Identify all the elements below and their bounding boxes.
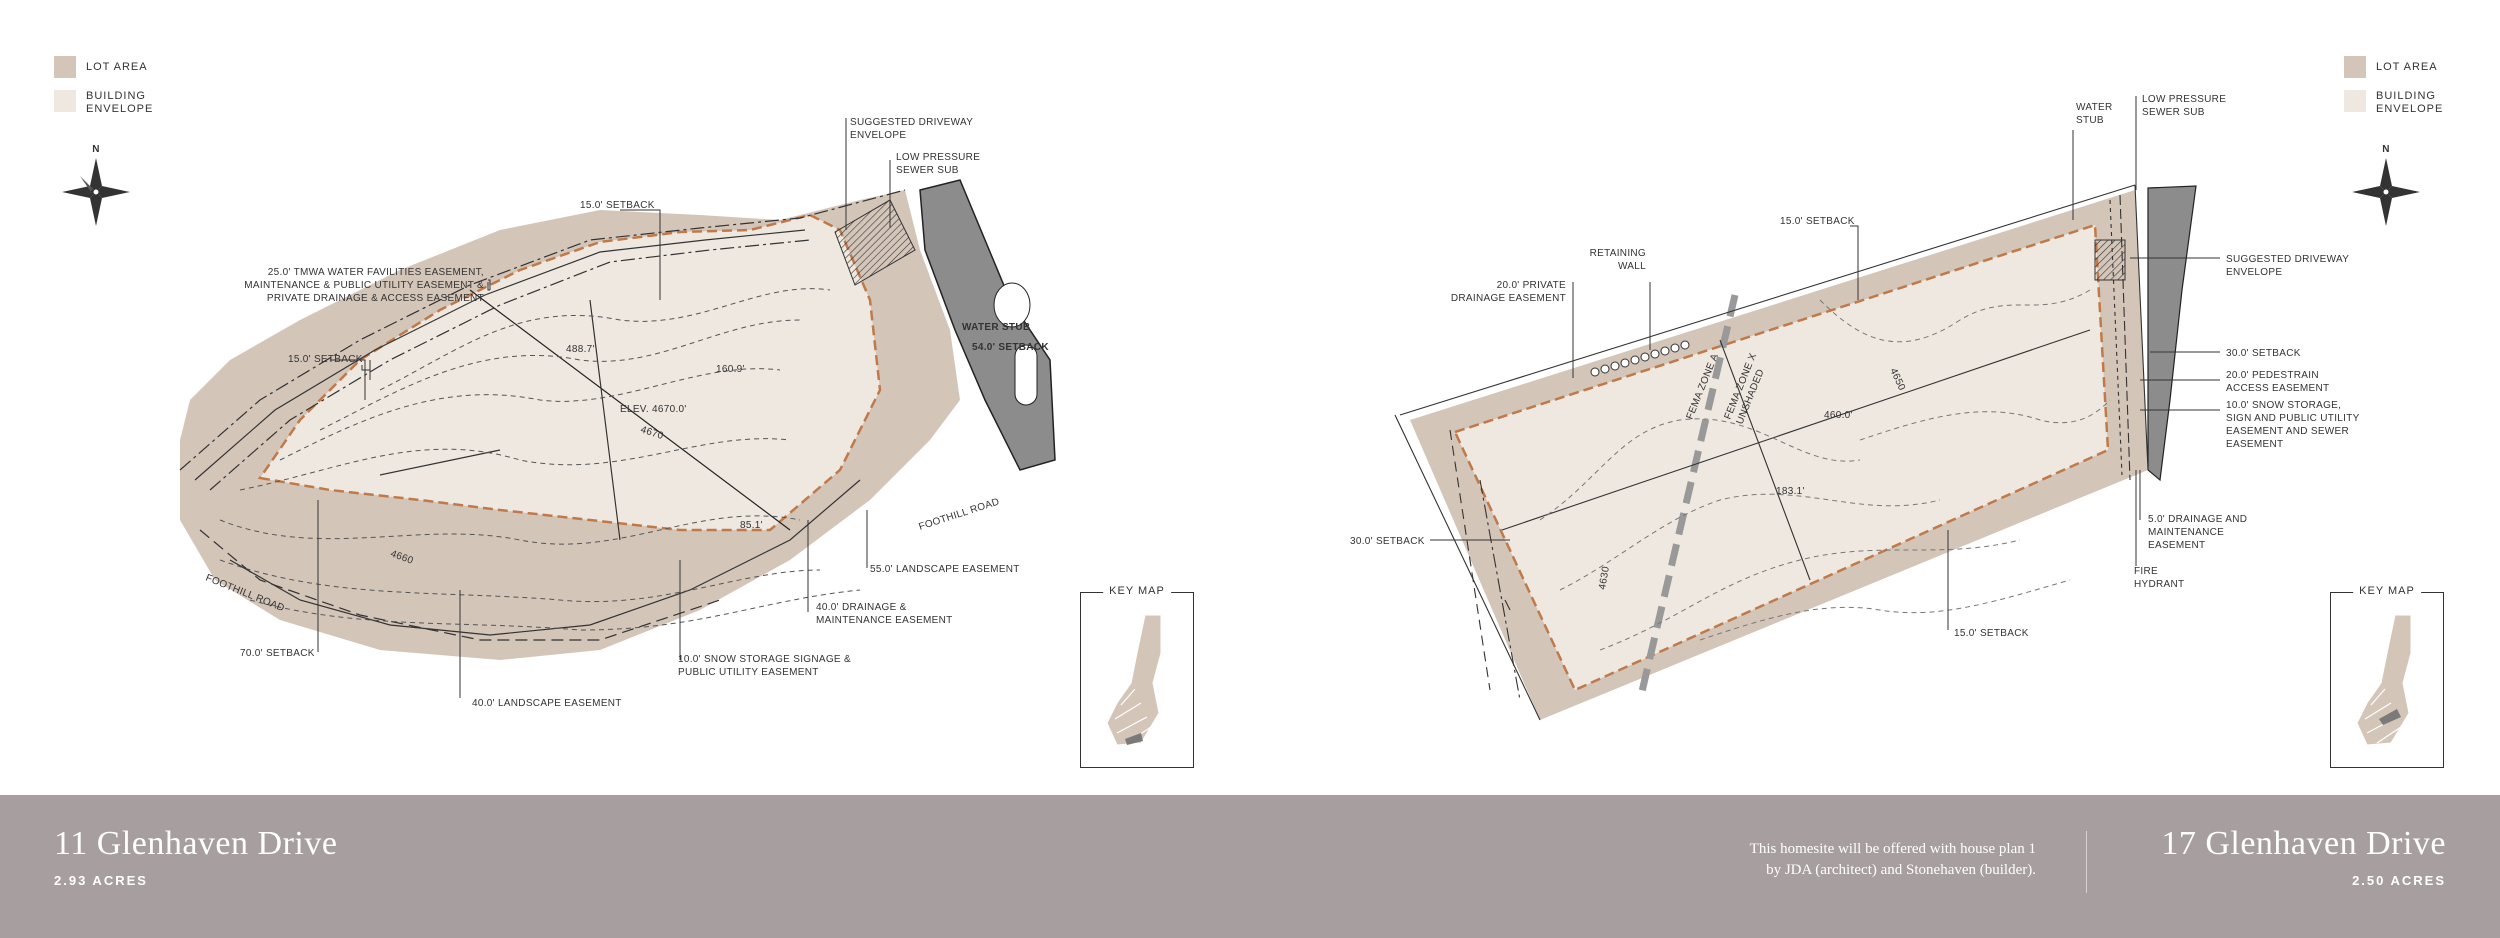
key-map-icon [2356,614,2412,746]
callout-setback-30r: 30.0' SETBACK [2226,348,2301,359]
key-map-right: KEY MAP [2330,585,2444,768]
right-address: 17 Glenhaven Drive [2161,825,2446,862]
road-label: FOOTHILL ROAD [918,496,1001,532]
legend-label: LOT AREA [2376,61,2438,73]
callout-setback-bottom: 15.0' SETBACK [1954,628,2029,639]
legend-item-lot-area: LOT AREA [2344,56,2456,78]
key-map-title: KEY MAP [2353,585,2421,597]
dimension-label: 183.1' [1776,486,1805,497]
setback-label: 54.0' SETBACK [972,342,1049,353]
legend-left: LOT AREA BUILDING ENVELOPE [54,56,166,128]
note-line: This homesite will be offered with house… [1749,841,2036,857]
north-label: N [2382,144,2390,155]
lot-area-swatch [2344,56,2366,78]
dimension-label: 160.9' [716,364,745,375]
retaining-wall [1590,340,1690,377]
contour-label: 4630 [1597,565,1612,590]
callout-setback-70: 70.0' SETBACK [240,648,315,659]
building-envelope-swatch [54,90,76,112]
left-address: 11 Glenhaven Drive [54,825,338,862]
right-acres: 2.50 ACRES [2352,873,2446,888]
callout-tmwa: 25.0' TMWA WATER FAVILITIES EASEMENT,MAI… [244,267,484,304]
north-arrow-icon: N [2352,144,2420,226]
dimension-label: 85.1' [740,520,763,531]
legend-item-building-envelope: BUILDING ENVELOPE [54,90,166,116]
callout-snow: 10.0' SNOW STORAGE,SIGN AND PUBLIC UTILI… [2226,400,2360,450]
building-envelope-swatch [2344,90,2366,112]
site-plan-drawing: N N [62,94,2420,721]
callout-setback-left: 15.0' SETBACK [288,354,363,365]
dimension-label: 460.0' [1824,410,1853,421]
driveway-envelope [834,199,916,286]
key-map-title: KEY MAP [1103,585,1171,597]
callout-setback-top: 15.0' SETBACK [1780,216,1855,227]
legend-right: LOT AREA BUILDING ENVELOPE [2344,56,2456,128]
lot-plan-17-glenhaven: 460.0' 183.1' FEMA ZONE A FEMA ZONE XUNS… [1350,94,2360,721]
driveway-envelope [2094,239,2126,281]
lot-area-swatch [54,56,76,78]
house-plan-note: This homesite will be offered with house… [1536,839,2036,881]
key-map-icon [1106,614,1162,746]
building-envelope [1453,223,2110,692]
legend-label: LOT AREA [86,61,148,73]
legend-label: BUILDING ENVELOPE [86,90,154,115]
key-map-left: KEY MAP [1080,585,1194,768]
footer-bar: 11 Glenhaven Drive 2.93 ACRES This homes… [0,795,2500,938]
callout-drainage-40: 40.0' DRAINAGE &MAINTENANCE EASEMENT [816,602,953,626]
footer-divider [2086,831,2087,893]
north-arrow-icon: N [62,144,130,226]
callout-landscape-40: 40.0' LANDSCAPE EASEMENT [472,698,622,709]
elevation-label: ELEV. 4670.0' [620,404,687,415]
north-label: N [92,144,100,155]
callout-landscape-55: 55.0' LANDSCAPE EASEMENT [870,564,1020,575]
legend-item-lot-area: LOT AREA [54,56,166,78]
building-envelope [257,213,882,532]
note-line: by JDA (architect) and Stonehaven (build… [1766,862,2036,878]
callout-setback-30l: 30.0' SETBACK [1350,536,1425,547]
lot-plan-11-glenhaven: 488.7' 160.9' 85.1' ELEV. 4670.0' 4670 4… [179,117,1056,709]
water-stub-label: WATER STUB [962,322,1030,333]
road [2147,185,2197,482]
callout-setback-top: 15.0' SETBACK [580,200,655,211]
callout-snow-10: 10.0' SNOW STORAGE SIGNAGE &PUBLIC UTILI… [678,654,851,678]
left-acres: 2.93 ACRES [54,873,148,888]
legend-item-building-envelope: BUILDING ENVELOPE [2344,90,2456,116]
dimension-label: 488.7' [566,344,595,355]
legend-label: BUILDING ENVELOPE [2376,90,2444,115]
